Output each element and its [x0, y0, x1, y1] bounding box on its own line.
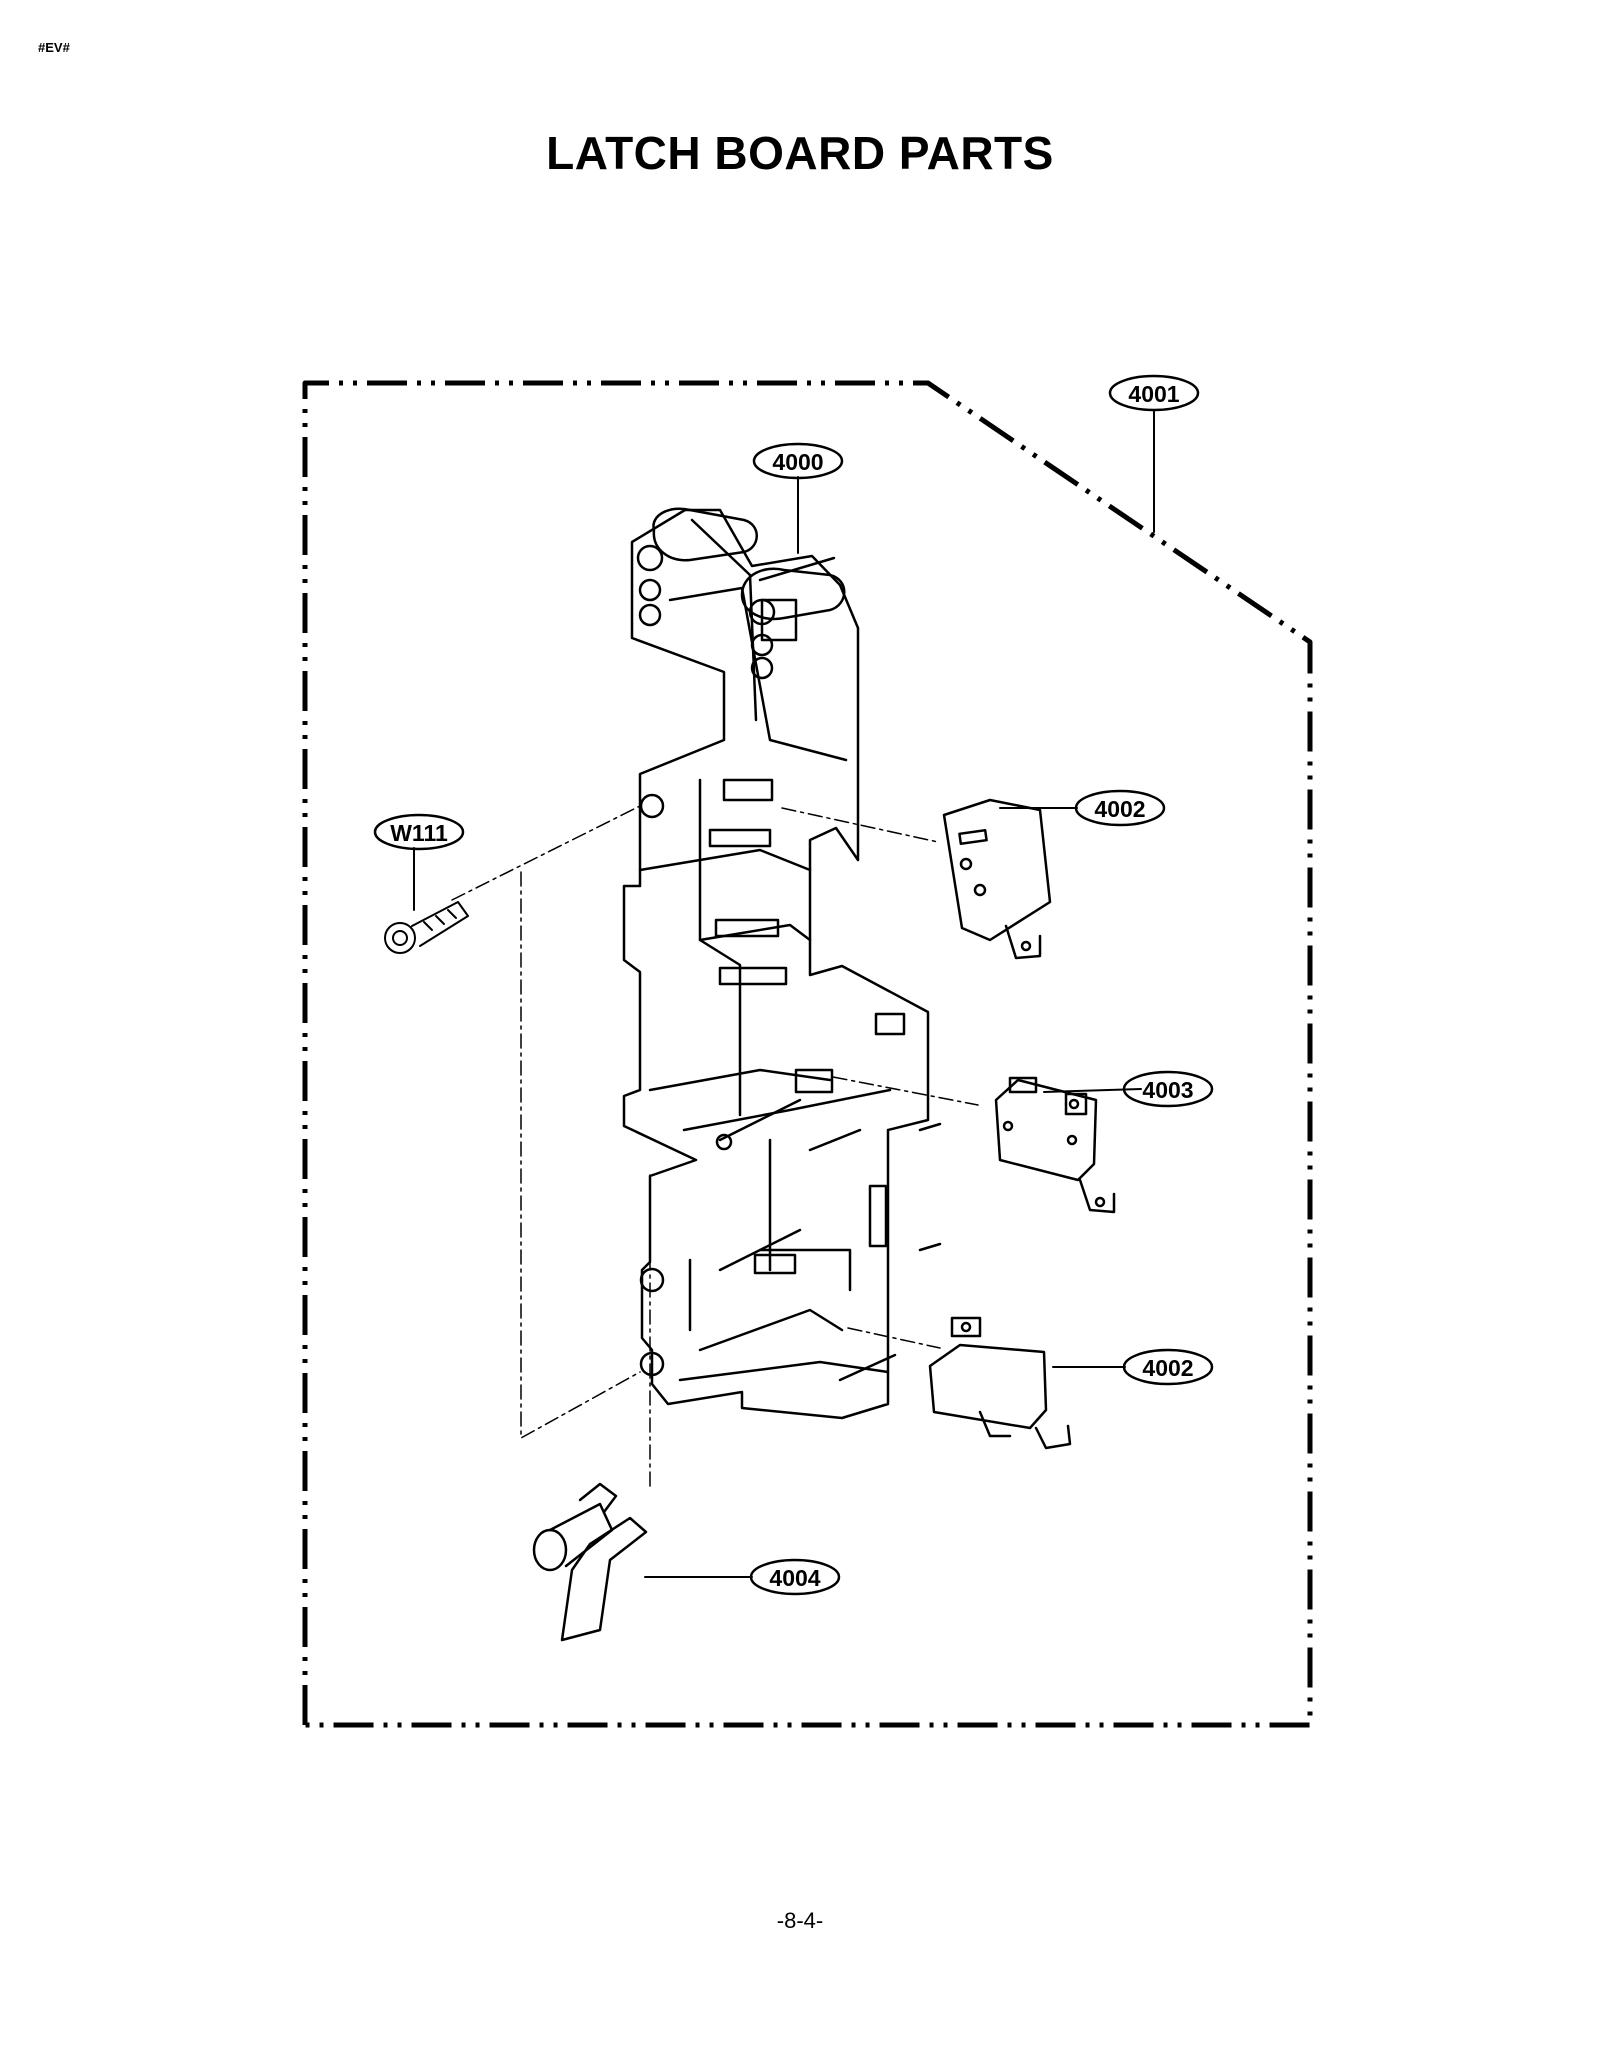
page-number: -8-4-: [776, 1908, 824, 1933]
callout-4002-lower: 4002: [1122, 1348, 1214, 1386]
screw-w111: [384, 901, 469, 954]
callout-4000-label: 4000: [772, 449, 823, 475]
callout-4002-lower-label: 4002: [1142, 1355, 1193, 1381]
callout-4001: 4001: [1108, 374, 1200, 412]
page-title: LATCH BOARD PARTS: [546, 127, 1054, 179]
callout-4002-upper: 4002: [1074, 789, 1166, 827]
callout-w111-label: W111: [390, 820, 448, 846]
assembly-boundary: [302, 380, 1313, 1728]
callout-w111: W111: [373, 813, 465, 851]
callout-4001-label: 4001: [1128, 381, 1179, 407]
micro-switch-4002-upper: [942, 798, 1052, 960]
micro-switch-4003: [994, 1076, 1116, 1214]
latch-board: [622, 507, 942, 1420]
document-code: #EV#: [38, 40, 70, 55]
micro-switch-4002-lower: [928, 1316, 1072, 1450]
callout-4003: 4003: [1122, 1070, 1214, 1108]
callout-4003-label: 4003: [1142, 1077, 1193, 1103]
assembly-guide-lines: [451, 805, 979, 1491]
callout-4004-label: 4004: [769, 1565, 820, 1591]
leader-lines: [413, 409, 1155, 1578]
callout-4002-upper-label: 4002: [1094, 796, 1145, 822]
callout-4000: 4000: [752, 442, 844, 480]
latch-lever-4004: [532, 1482, 648, 1642]
callout-4004: 4004: [749, 1558, 841, 1596]
